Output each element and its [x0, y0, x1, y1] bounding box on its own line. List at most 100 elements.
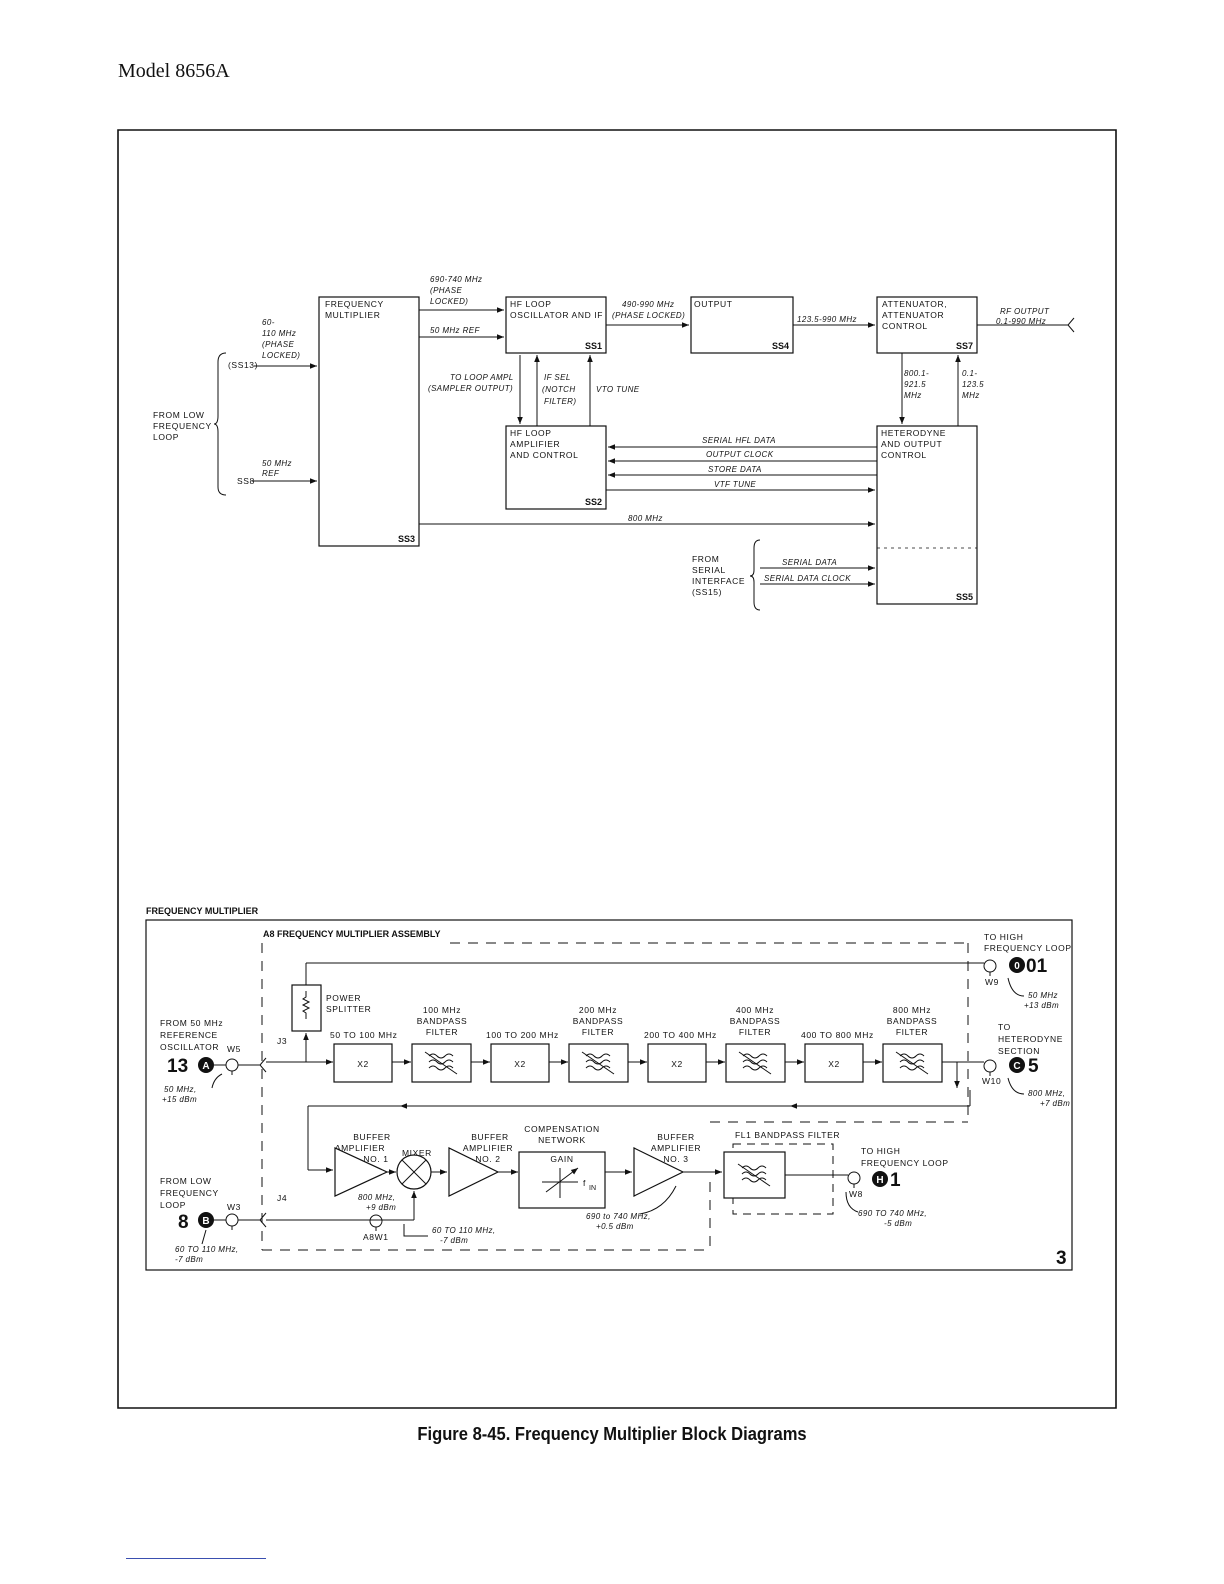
svg-text:+7 dBm: +7 dBm [1040, 1099, 1070, 1108]
svg-text:+13 dBm: +13 dBm [1024, 1001, 1059, 1010]
svg-text:690 to 740 MHz,: 690 to 740 MHz, [586, 1212, 651, 1221]
svg-text:X2: X2 [357, 1059, 369, 1069]
svg-text:400 TO 800 MHz: 400 TO 800 MHz [801, 1030, 874, 1040]
svg-text:1: 1 [890, 1170, 901, 1191]
svg-text:SERIAL HFL DATA: SERIAL HFL DATA [702, 436, 776, 445]
svg-text:SS2: SS2 [585, 497, 602, 507]
hf-oscillator-block [505, 296, 607, 354]
svg-text:490-990 MHz: 490-990 MHz [622, 300, 674, 309]
svg-text:SS1: SS1 [585, 341, 602, 351]
svg-text:A8 FREQUENCY MULTIPLIER ASSEMB: A8 FREQUENCY MULTIPLIER ASSEMBLY [263, 929, 441, 939]
svg-text:FROM 50 MHz: FROM 50 MHz [160, 1018, 223, 1028]
svg-text:A: A [202, 1061, 209, 1072]
svg-text:X2: X2 [514, 1059, 526, 1069]
svg-text:800 MHz,: 800 MHz, [1028, 1089, 1065, 1098]
svg-text:921.5: 921.5 [904, 380, 926, 389]
svg-text:VTF TUNE: VTF TUNE [714, 480, 756, 489]
svg-text:IF SEL: IF SEL [544, 373, 571, 382]
svg-text:OSCILLATOR AND IF: OSCILLATOR AND IF [510, 310, 603, 320]
svg-text:TO HIGH: TO HIGH [984, 932, 1023, 942]
svg-text:FREQUENCY MULTIPLIER: FREQUENCY MULTIPLIER [146, 906, 259, 916]
svg-text:60 TO 110 MHz,: 60 TO 110 MHz, [432, 1226, 496, 1235]
svg-text:800 MHz: 800 MHz [628, 514, 663, 523]
top-block-diagram: FREQUENCY MULTIPLIER SS3 HF LOOP OSCILLA… [153, 275, 1075, 611]
svg-text:INTERFACE: INTERFACE [692, 576, 745, 586]
svg-text:BANDPASS: BANDPASS [573, 1016, 623, 1026]
svg-text:AMPLIFIER: AMPLIFIER [335, 1143, 385, 1153]
svg-text:MULTIPLIER: MULTIPLIER [325, 310, 380, 320]
svg-text:50 TO 100 MHz: 50 TO 100 MHz [330, 1030, 398, 1040]
svg-text:5: 5 [1028, 1056, 1039, 1077]
svg-text:W10: W10 [982, 1076, 1001, 1086]
svg-text:-5 dBm: -5 dBm [884, 1219, 912, 1228]
buffer-amplifier-2 [448, 1147, 500, 1197]
svg-text:+15 dBm: +15 dBm [162, 1095, 197, 1104]
svg-text:GAIN: GAIN [550, 1154, 573, 1164]
svg-text:0: 0 [1014, 961, 1020, 972]
svg-text:ATTENUATOR: ATTENUATOR [882, 310, 944, 320]
svg-text:SPLITTER: SPLITTER [326, 1004, 371, 1014]
svg-text:0.1-990 MHz: 0.1-990 MHz [996, 317, 1046, 326]
svg-text:X2: X2 [671, 1059, 683, 1069]
svg-text:MHz: MHz [904, 391, 922, 400]
svg-text:SERIAL: SERIAL [692, 565, 726, 575]
svg-text:800 MHz,: 800 MHz, [358, 1193, 395, 1202]
svg-text:f: f [583, 1178, 586, 1188]
svg-text:SS7: SS7 [956, 341, 973, 351]
compensation-network [518, 1151, 606, 1209]
svg-text:LOCKED): LOCKED) [430, 297, 468, 306]
svg-text:HETERODYNE: HETERODYNE [998, 1034, 1063, 1044]
svg-text:FREQUENCY: FREQUENCY [160, 1188, 219, 1198]
svg-text:(SAMPLER OUTPUT): (SAMPLER OUTPUT) [428, 384, 513, 393]
svg-text:400 MHz: 400 MHz [736, 1005, 774, 1015]
svg-text:FILTER: FILTER [739, 1027, 771, 1037]
buffer-amplifier-3 [633, 1147, 685, 1197]
fl1-bandpass-filter [723, 1151, 786, 1199]
svg-text:IN: IN [589, 1185, 596, 1192]
svg-text:123.5: 123.5 [962, 380, 984, 389]
svg-text:LOCKED): LOCKED) [262, 351, 300, 360]
svg-text:NO. 2: NO. 2 [475, 1154, 500, 1164]
svg-text:FILTER: FILTER [426, 1027, 458, 1037]
attenuator-block [876, 296, 978, 354]
svg-text:OUTPUT CLOCK: OUTPUT CLOCK [706, 450, 774, 459]
svg-text:(SS15): (SS15) [692, 587, 722, 597]
svg-text:50 MHz,: 50 MHz, [164, 1085, 197, 1094]
frequency-multiplier-panel [145, 919, 1073, 1271]
svg-text:FROM: FROM [692, 554, 719, 564]
svg-text:FROM LOW: FROM LOW [160, 1176, 212, 1186]
svg-text:AND OUTPUT: AND OUTPUT [881, 439, 942, 449]
page-header: Model 8656A [118, 60, 230, 82]
svg-text:60 TO 110 MHz,: 60 TO 110 MHz, [175, 1245, 239, 1254]
doubler-4 [804, 1043, 864, 1083]
svg-text:CONTROL: CONTROL [882, 321, 928, 331]
svg-text:690 TO 740 MHz,: 690 TO 740 MHz, [858, 1209, 927, 1218]
svg-text:200 MHz: 200 MHz [579, 1005, 617, 1015]
svg-text:(PHASE LOCKED): (PHASE LOCKED) [612, 311, 685, 320]
svg-text:TO: TO [998, 1022, 1011, 1032]
page-frame [117, 129, 1117, 1409]
svg-text:-7 dBm: -7 dBm [440, 1236, 468, 1245]
svg-text:MHz: MHz [962, 391, 980, 400]
svg-text:SERIAL DATA CLOCK: SERIAL DATA CLOCK [764, 574, 851, 583]
svg-text:SS4: SS4 [772, 341, 789, 351]
output-block [690, 296, 794, 354]
svg-text:(NOTCH: (NOTCH [542, 385, 576, 394]
svg-text:+9 dBm: +9 dBm [366, 1203, 396, 1212]
power-splitter [291, 984, 322, 1032]
svg-text:SS8: SS8 [237, 476, 255, 486]
svg-text:200 TO 400 MHz: 200 TO 400 MHz [644, 1030, 717, 1040]
svg-text:H: H [876, 1175, 883, 1186]
svg-text:STORE DATA: STORE DATA [708, 465, 762, 474]
svg-text:100 TO 200 MHz: 100 TO 200 MHz [486, 1030, 559, 1040]
doubler-1 [333, 1043, 393, 1083]
svg-text:J3: J3 [277, 1036, 287, 1046]
doubler-3 [647, 1043, 707, 1083]
svg-text:HF LOOP: HF LOOP [510, 428, 552, 438]
svg-text:W3: W3 [227, 1202, 241, 1212]
svg-text:BUFFER: BUFFER [657, 1132, 695, 1142]
bottom-block-diagram: FREQUENCY MULTIPLIER A8 FREQUENCY MULTIP… [145, 906, 1073, 1271]
svg-text:LOOP: LOOP [160, 1200, 186, 1210]
svg-text:NO. 1: NO. 1 [363, 1154, 388, 1164]
